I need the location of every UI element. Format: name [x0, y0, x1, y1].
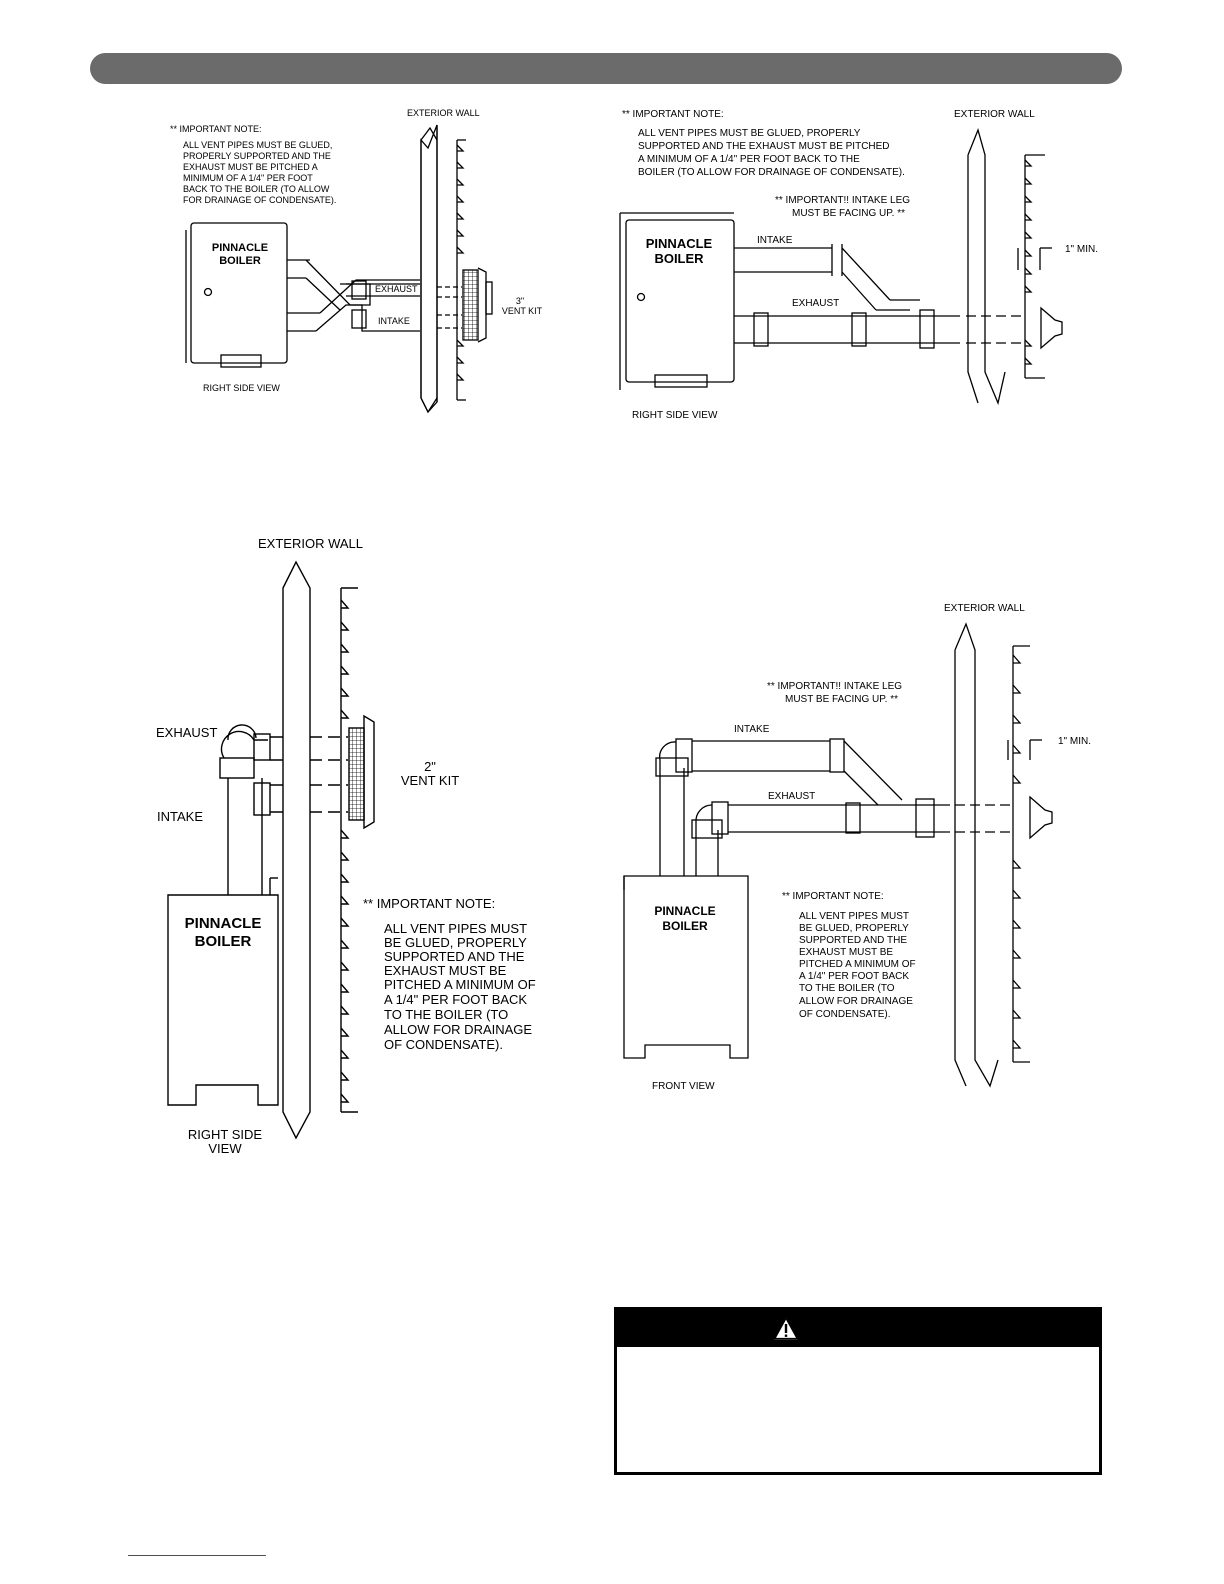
diagram-top-left-labels: ** IMPORTANT NOTE: ALL VENT PIPES MUST B… [170, 108, 543, 393]
br-note-line: OF CONDENSATE). [799, 1009, 890, 1020]
bl-note-line: ALL VENT PIPES MUST [384, 921, 527, 936]
br-note-line: ALLOW FOR DRAINAGE [799, 996, 913, 1007]
br-note-line: PITCHED A MINIMUM OF [799, 959, 916, 970]
warning-header [617, 1310, 1099, 1347]
tl-boiler-line2: BOILER [219, 255, 261, 267]
tl-exhaust-label: EXHAUST [375, 284, 418, 294]
tl-view-label: RIGHT SIDE VIEW [203, 383, 280, 393]
tr-intake-label: INTAKE [757, 235, 793, 246]
exterior-wall [282, 560, 311, 1140]
bl-note-line: TO THE BOILER (TO [384, 1007, 508, 1022]
tr-note-line: BOILER (TO ALLOW FOR DRAINAGE OF CONDENS… [638, 167, 905, 178]
bl-note-line: OF CONDENSATE). [384, 1037, 503, 1052]
bl-note-line: EXHAUST MUST BE [384, 963, 507, 978]
br-note-line: BE GLUED, PROPERLY [799, 923, 909, 934]
bl-kit-line2: VENT KIT [401, 773, 459, 788]
br-note-line: EXHAUST MUST BE [799, 947, 893, 958]
br-note-heading: ** IMPORTANT NOTE: [782, 891, 884, 902]
boiler-body [167, 894, 279, 1106]
footer-rule [128, 1555, 266, 1556]
br-intake-label: INTAKE [734, 724, 770, 735]
wall-left-line [420, 126, 438, 414]
bl-boiler-line2: BOILER [195, 933, 252, 950]
boiler-body [623, 875, 749, 1059]
diagram-bottom-left-labels: EXTERIOR WALL EXHAUST INTAKE 2" VENT KIT… [156, 536, 536, 1156]
bl-exhaust-label: EXHAUST [156, 725, 217, 740]
bl-note-line: A 1/4" PER FOOT BACK [384, 992, 527, 1007]
bl-view-line2: VIEW [208, 1141, 242, 1156]
tl-note-line: FOR DRAINAGE OF CONDENSATE). [183, 195, 336, 205]
bl-intake-label: INTAKE [157, 809, 203, 824]
tl-note-line: ALL VENT PIPES MUST BE GLUED, [183, 140, 332, 150]
tl-note-line: MINIMUM OF A 1/4" PER FOOT [183, 173, 313, 183]
tl-note-heading: ** IMPORTANT NOTE: [170, 124, 262, 134]
diagram-bottom-left [167, 560, 375, 1140]
tr-wall-label: EXTERIOR WALL [954, 109, 1035, 120]
diagram-bottom-right [623, 622, 1053, 1088]
tr-note-heading: ** IMPORTANT NOTE: [622, 109, 724, 120]
tr-note-line: SUPPORTED AND THE EXHAUST MUST BE PITCHE… [638, 141, 890, 152]
bl-view-line1: RIGHT SIDE [188, 1127, 262, 1142]
br-intake-note-1: ** IMPORTANT!! INTAKE LEG [767, 681, 902, 692]
br-intake-note-2: MUST BE FACING UP. ** [785, 694, 898, 705]
tr-exhaust-label: EXHAUST [792, 298, 839, 309]
br-view-label: FRONT VIEW [652, 1081, 715, 1092]
bl-note-line: BE GLUED, PROPERLY [384, 935, 527, 950]
tr-min-label: 1" MIN. [1065, 244, 1098, 255]
tl-note-line: PROPERLY SUPPORTED AND THE [183, 151, 331, 161]
br-boiler-line2: BOILER [662, 919, 708, 933]
tl-note-line: BACK TO THE BOILER (TO ALLOW [183, 184, 330, 194]
br-boiler-line1: PINNACLE [654, 904, 715, 918]
tr-boiler-line2: BOILER [654, 251, 704, 266]
warning-box [614, 1307, 1102, 1475]
boiler-body [625, 219, 735, 383]
warning-triangle-icon [771, 1314, 801, 1341]
br-note-line: ALL VENT PIPES MUST [799, 911, 909, 922]
bl-boiler-line1: PINNACLE [185, 915, 262, 932]
br-min-label: 1" MIN. [1058, 736, 1091, 747]
diagram-bottom-right-labels: EXTERIOR WALL ** IMPORTANT!! INTAKE LEG … [652, 603, 1091, 1092]
tr-intake-note-2: MUST BE FACING UP. ** [792, 208, 905, 219]
tr-intake-note-1: ** IMPORTANT!! INTAKE LEG [775, 195, 910, 206]
diagram-top-left [185, 124, 493, 414]
bl-note-line: ALLOW FOR DRAINAGE [384, 1022, 532, 1037]
diagram-top-right [619, 127, 1063, 406]
tl-kit-line1: 3" [516, 296, 524, 306]
bl-note-heading: ** IMPORTANT NOTE: [363, 896, 495, 911]
header-bar [90, 53, 1122, 84]
br-exhaust-label: EXHAUST [768, 791, 815, 802]
exterior-wall [954, 622, 999, 1088]
bl-wall-label: EXTERIOR WALL [258, 536, 363, 551]
tr-note-line: A MINIMUM OF A 1/4" PER FOOT BACK TO THE [638, 154, 860, 165]
boiler-body [190, 222, 288, 364]
br-wall-label: EXTERIOR WALL [944, 603, 1025, 614]
tr-note-line: ALL VENT PIPES MUST BE GLUED, PROPERLY [638, 128, 861, 139]
tr-boiler-line1: PINNACLE [646, 236, 713, 251]
exterior-wall [420, 124, 438, 414]
tl-note-line: EXHAUST MUST BE PITCHED A [183, 162, 318, 172]
bl-note-line: PITCHED A MINIMUM OF [384, 977, 536, 992]
diagram-top-right-labels: ** IMPORTANT NOTE: ALL VENT PIPES MUST B… [622, 109, 1098, 421]
tl-kit-line2: VENT KIT [502, 306, 543, 316]
br-note-line: A 1/4" PER FOOT BACK [799, 971, 909, 982]
br-note-line: TO THE BOILER (TO [799, 983, 895, 994]
bl-kit-line1: 2" [424, 759, 436, 774]
exterior-wall [967, 127, 1006, 406]
tl-boiler-line1: PINNACLE [212, 242, 268, 254]
br-note-line: SUPPORTED AND THE [799, 935, 907, 946]
tl-intake-label: INTAKE [378, 316, 410, 326]
tr-view-label: RIGHT SIDE VIEW [632, 410, 718, 421]
tl-wall-label: EXTERIOR WALL [407, 108, 480, 118]
bl-note-line: SUPPORTED AND THE [384, 949, 525, 964]
